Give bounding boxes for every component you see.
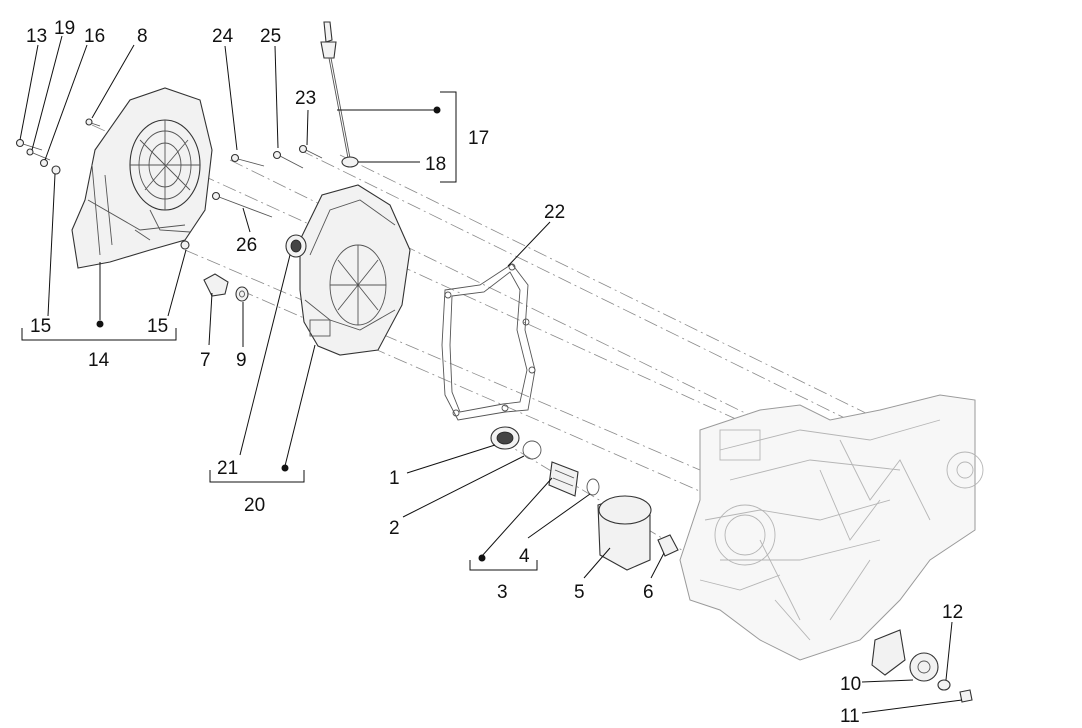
fasteners-left (15, 118, 190, 250)
oil-filter-group-illustration (490, 426, 679, 571)
leader-lines (19, 35, 963, 714)
gasket-illustration (441, 263, 536, 421)
fan-cover-illustration (71, 87, 213, 269)
callout-20: 20 (244, 495, 265, 516)
group-brackets (21, 91, 538, 571)
dipstick-illustration (320, 21, 359, 168)
callout-25: 25 (260, 26, 281, 47)
callout-12: 12 (942, 602, 963, 623)
callout-4: 4 (519, 546, 530, 567)
callout-5: 5 (574, 582, 585, 603)
callout-15-right: 15 (147, 316, 168, 337)
sensor-washer-illustration (203, 273, 249, 302)
callout-9: 9 (236, 350, 247, 371)
oil-pump-illustration (871, 629, 973, 703)
callout-11: 11 (840, 706, 860, 727)
callout-17: 17 (468, 128, 489, 149)
callout-labels: 13 19 16 8 24 25 23 17 18 22 26 15 15 14… (26, 18, 963, 727)
callout-19: 19 (54, 18, 75, 39)
callout-22: 22 (544, 202, 565, 223)
callout-2: 2 (389, 518, 400, 539)
callout-21: 21 (217, 458, 238, 479)
bolts-illustration (211, 144, 323, 218)
callout-16: 16 (84, 26, 105, 47)
callout-15-left: 15 (30, 316, 51, 337)
callout-23: 23 (295, 88, 316, 109)
callout-10: 10 (840, 674, 861, 695)
crankcase-cover-illustration (285, 184, 411, 356)
callout-6: 6 (643, 582, 654, 603)
callout-1: 1 (389, 468, 400, 489)
callout-7: 7 (200, 350, 211, 371)
callout-18: 18 (425, 154, 446, 175)
callout-8: 8 (137, 26, 148, 47)
callout-26: 26 (236, 235, 257, 256)
crankcase-illustration (679, 394, 984, 661)
callout-3: 3 (497, 582, 508, 603)
callout-24: 24 (212, 26, 234, 47)
reference-dots (96, 106, 486, 562)
callout-13: 13 (26, 26, 47, 47)
callout-14: 14 (88, 350, 110, 371)
